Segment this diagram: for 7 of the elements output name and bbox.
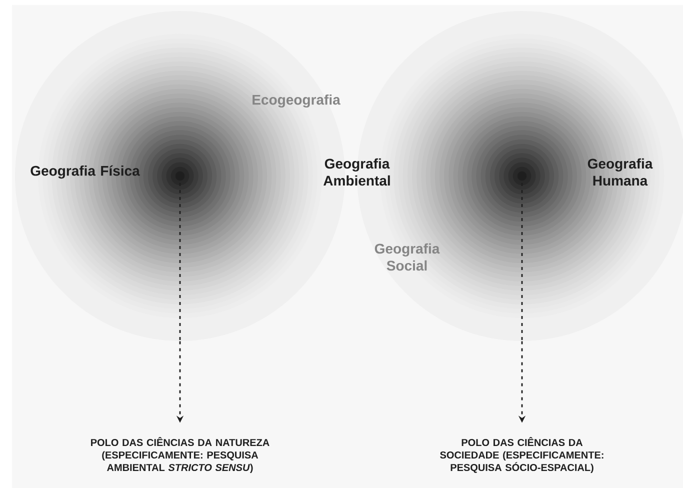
area-label: Geografia Humana bbox=[588, 158, 653, 186]
area-label: Geografia Ambiental bbox=[324, 158, 390, 186]
pole-caption: POLO DAS CIÊNCIAS DA SOCIEDADE (ESPECIFICAMENTE: PESQUISA SÓCIO-ESPACIAL) bbox=[440, 436, 604, 474]
area-label: Geografia Física bbox=[30, 165, 140, 179]
area-label: Geografia Social bbox=[374, 243, 440, 271]
pole-caption: POLO DAS CIÊNCIAS DA NATUREZA (ESPECIFICAMENTE: PESQUISA AMBIENTAL STRICTO SENSU) bbox=[91, 436, 270, 474]
area-label: Ecogeografia bbox=[252, 94, 340, 108]
